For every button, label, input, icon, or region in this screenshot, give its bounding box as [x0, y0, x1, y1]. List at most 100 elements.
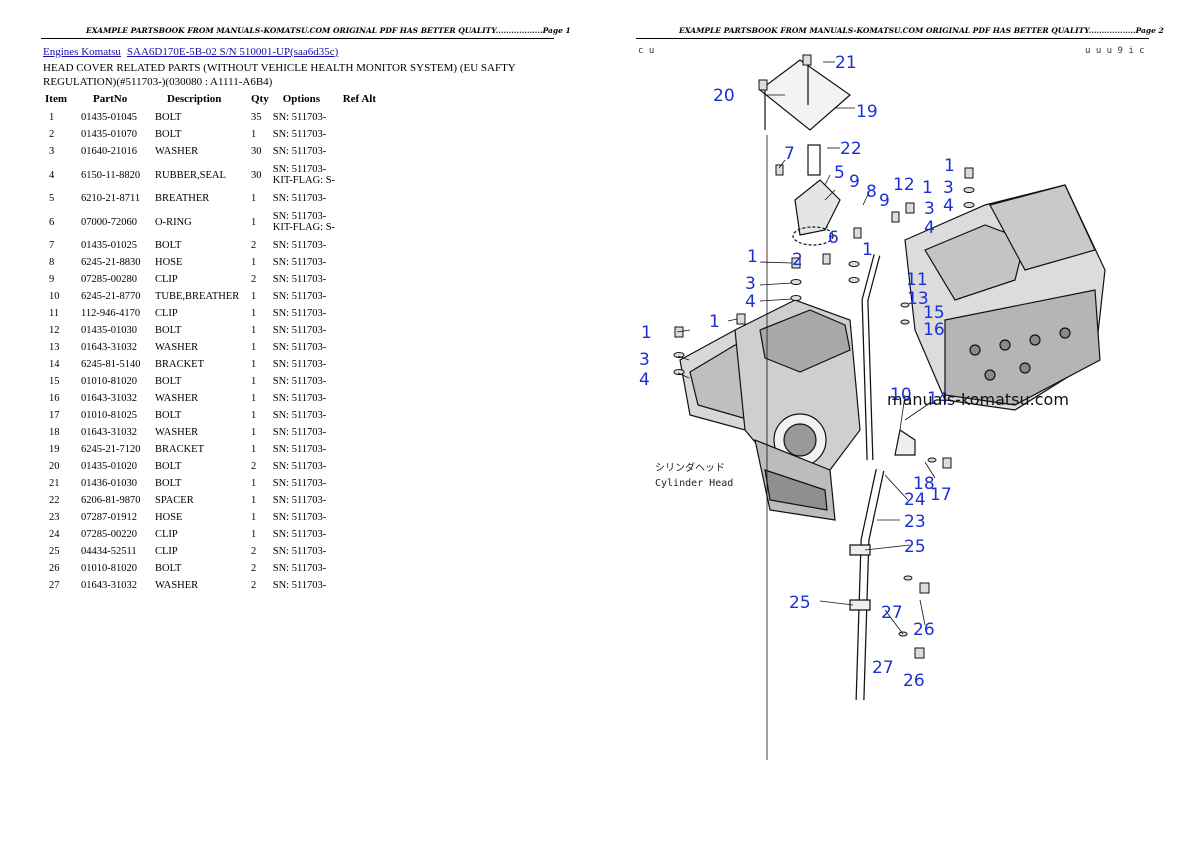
partno-cell: 01435-01020	[81, 461, 137, 472]
description-cell: BOLT	[155, 129, 182, 140]
option-line: SN: 511703-	[272, 325, 327, 336]
parts-table-header: Item PartNo Description Qty Options Ref …	[43, 91, 378, 109]
ref-alt-cell	[341, 390, 378, 407]
callout-label: 15	[923, 303, 945, 323]
ref-alt-cell	[341, 109, 378, 126]
page-2: EXAMPLE PARTSBOOK FROM MANUALS-KOMATSU.C…	[595, 0, 1190, 842]
description-cell: HOSE	[155, 512, 183, 523]
item-cell: 19	[49, 444, 60, 455]
qty-cell: 2	[251, 546, 257, 557]
description-cell: BOLT	[155, 563, 182, 574]
callout-label: 3	[924, 199, 935, 219]
header-item: Item	[45, 93, 67, 105]
qty-cell: 1	[251, 529, 257, 540]
ref-alt-cell	[341, 254, 378, 271]
item-cell: 23	[49, 512, 60, 523]
description-cell: WASHER	[155, 393, 199, 404]
option-line: SN: 511703-	[272, 146, 327, 157]
partno-cell: 6245-21-7120	[81, 444, 141, 455]
partno-cell: 01435-01045	[81, 112, 137, 123]
callout-label: 25	[789, 593, 811, 613]
qty-cell: 1	[251, 410, 257, 421]
callout-label: 24	[904, 490, 926, 510]
ref-alt-cell	[341, 424, 378, 441]
option-line: SN: 511703-	[272, 376, 327, 387]
callout-label: 21	[835, 53, 857, 73]
option-line: SN: 511703-	[272, 461, 327, 472]
item-cell: 26	[49, 563, 60, 574]
callout-label: 22	[840, 139, 862, 159]
partno-cell: 01643-31032	[81, 580, 137, 591]
options-cell: SN: 511703-	[271, 526, 341, 543]
options-cell: SN: 511703-	[271, 237, 341, 254]
item-cell: 9	[49, 274, 55, 285]
options-cell: SN: 511703-	[271, 373, 341, 390]
ref-alt-cell	[341, 373, 378, 390]
callout-label: 1	[944, 156, 955, 176]
callout-label: 4	[639, 370, 650, 390]
partno-cell: 01435-01070	[81, 129, 137, 140]
partno-cell: 01643-31032	[81, 393, 137, 404]
breadcrumb-link-model[interactable]: SAA6D170E-5B-02 S/N 510001-UP(saa6d35c)	[126, 46, 339, 58]
callout-label: 19	[856, 102, 878, 122]
item-cell: 4	[49, 169, 55, 181]
callout-label: 17	[930, 485, 952, 505]
ref-alt-cell	[341, 509, 378, 526]
options-cell: SN: 511703-	[271, 143, 341, 160]
description-cell: BOLT	[155, 240, 182, 251]
options-cell: SN: 511703-KIT-FLAG: S-	[271, 207, 341, 237]
partno-cell: 01640-21016	[81, 146, 137, 157]
qty-cell: 1	[251, 512, 257, 523]
callout-label: 2	[792, 250, 803, 270]
partno-cell: 01643-31032	[81, 342, 137, 353]
description-cell: CLIP	[155, 274, 178, 285]
callout-label: 9	[879, 191, 890, 211]
corner-mark-right: u u u 9 i c	[1085, 46, 1145, 56]
qty-cell: 35	[251, 112, 262, 123]
ref-alt-cell	[341, 356, 378, 373]
description-cell: BREATHER	[155, 193, 210, 204]
option-line: SN: 511703-	[272, 580, 327, 591]
breather-tube-drawing	[759, 59, 916, 760]
qty-cell: 2	[251, 240, 257, 251]
qty-cell: 1	[251, 257, 257, 268]
partno-cell: 01436-01030	[81, 478, 137, 489]
breadcrumb-link-engines[interactable]: Engines Komatsu	[43, 46, 121, 58]
description-cell: RUBBER,SEAL	[155, 169, 226, 181]
option-line: SN: 511703-	[272, 393, 327, 404]
option-line: SN: 511703-	[272, 112, 327, 123]
page-banner: EXAMPLE PARTSBOOK FROM MANUALS-KOMATSU.C…	[86, 26, 571, 35]
options-cell: SN: 511703-	[271, 560, 341, 577]
options-cell: SN: 511703-	[271, 441, 341, 458]
item-cell: 10	[49, 291, 60, 302]
option-line: SN: 511703-	[272, 129, 327, 140]
qty-cell: 1	[251, 129, 257, 140]
description-cell: BRACKET	[155, 444, 205, 455]
options-cell: SN: 511703-	[271, 458, 341, 475]
option-line: SN: 511703-	[272, 274, 327, 285]
ref-alt-cell	[341, 577, 378, 594]
options-cell: SN: 511703-	[271, 390, 341, 407]
qty-cell: 1	[251, 291, 257, 302]
options-cell: SN: 511703-KIT-FLAG: S-	[271, 160, 341, 190]
qty-cell: 1	[251, 325, 257, 336]
partno-cell: 6245-21-8830	[81, 257, 141, 268]
callout-label: 9	[849, 172, 860, 192]
item-cell: 20	[49, 461, 60, 472]
partno-cell: 01435-01030	[81, 325, 137, 336]
ref-alt-cell	[341, 526, 378, 543]
corner-mark-left: c u	[638, 46, 654, 56]
option-line: SN: 511703-	[272, 308, 327, 319]
option-line: SN: 511703-	[272, 495, 327, 506]
description-cell: BRACKET	[155, 359, 205, 370]
description-cell: WASHER	[155, 146, 199, 157]
